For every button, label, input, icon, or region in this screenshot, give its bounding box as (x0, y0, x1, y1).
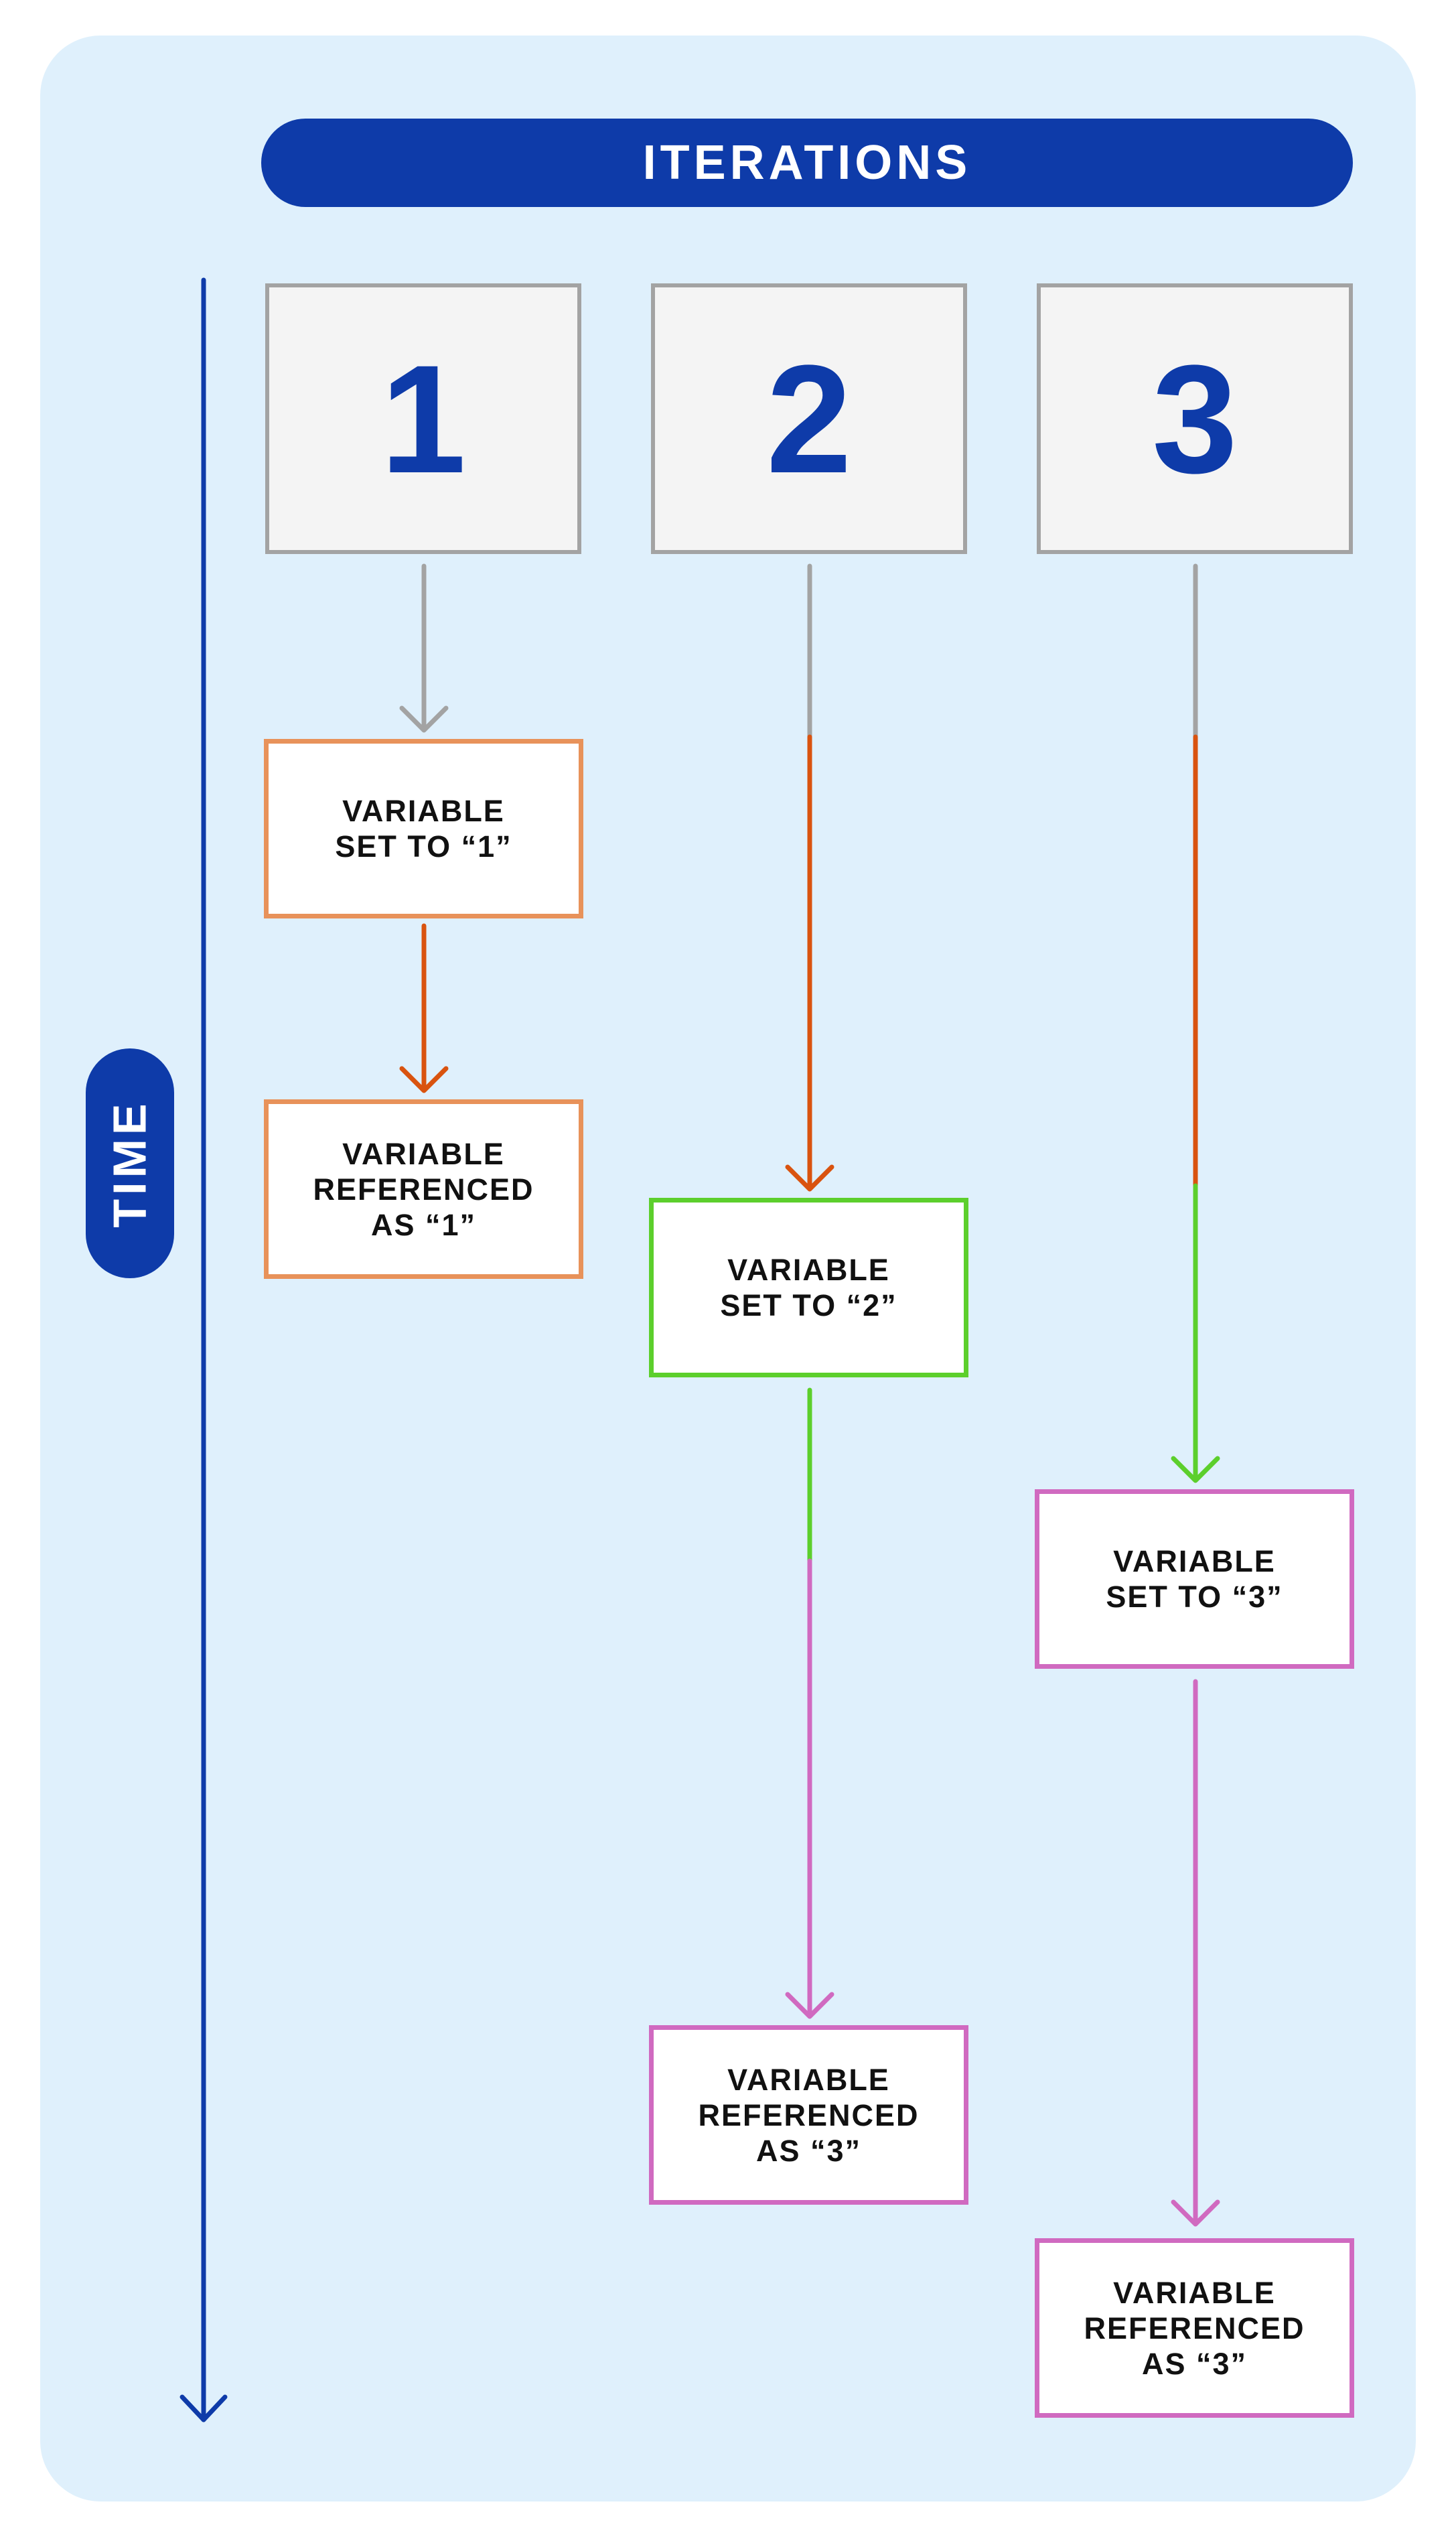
iteration-2-ref-label: VARIABLE REFERENCED AS “3” (698, 2062, 920, 2168)
iteration-1-set-box: VARIABLE SET TO “1” (264, 739, 583, 918)
iteration-2-set-arrowhead (785, 1992, 834, 2019)
iterations-header-label: ITERATIONS (642, 136, 972, 190)
iteration-1-ref-label: VARIABLE REFERENCED AS “1” (313, 1136, 534, 1242)
iteration-3-set-box: VARIABLE SET TO “3” (1035, 1489, 1354, 1669)
iterations-header: ITERATIONS (261, 119, 1353, 207)
iteration-1-ref-box: VARIABLE REFERENCED AS “1” (264, 1099, 583, 1279)
iteration-3-ref-box: VARIABLE REFERENCED AS “3” (1035, 2238, 1354, 2418)
iteration-3-box: 3 (1037, 283, 1353, 554)
iteration-1-box: 1 (265, 283, 581, 554)
iteration-3-start-arrowhead (1171, 1456, 1220, 1483)
iteration-3-ref-label: VARIABLE REFERENCED AS “3” (1084, 2275, 1305, 2381)
time-axis-label: TIME (86, 1048, 174, 1278)
iteration-1-number: 1 (380, 332, 466, 505)
iteration-1-set-arrowhead (399, 1066, 449, 1093)
iteration-3-set-arrowhead (1171, 2199, 1220, 2227)
iteration-2-box: 2 (651, 283, 967, 554)
iteration-2-set-label: VARIABLE SET TO “2” (720, 1253, 897, 1322)
time-axis-arrowhead (179, 2394, 228, 2422)
iteration-2-number: 2 (766, 332, 852, 505)
iteration-2-start-arrowhead (785, 1164, 834, 1192)
iteration-1-set-label: VARIABLE SET TO “1” (335, 794, 512, 864)
iteration-2-ref-box: VARIABLE REFERENCED AS “3” (649, 2025, 968, 2205)
iteration-2-set-box: VARIABLE SET TO “2” (649, 1198, 968, 1377)
iteration-3-number: 3 (1152, 332, 1238, 505)
iteration-1-start-arrowhead (399, 705, 449, 733)
iteration-3-set-label: VARIABLE SET TO “3” (1106, 1544, 1283, 1614)
